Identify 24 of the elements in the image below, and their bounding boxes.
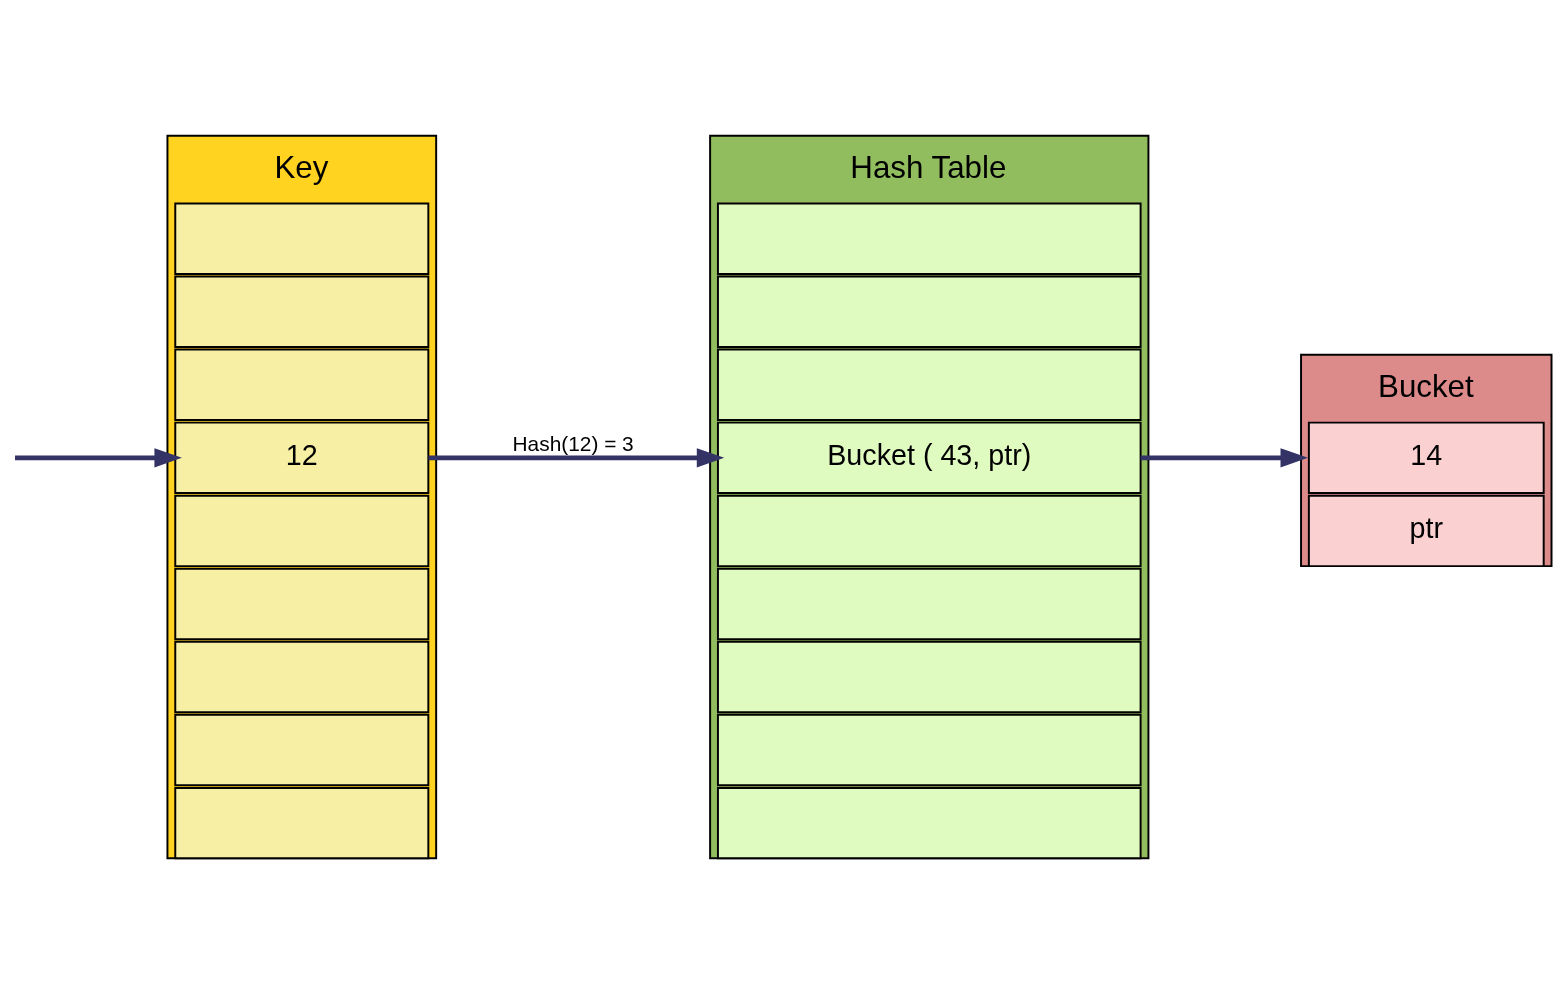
node-box: [716, 494, 1142, 568]
arrow: [15, 448, 182, 468]
node-box: ptr: [1307, 494, 1545, 568]
node-box: [174, 202, 430, 275]
node-box: [174, 567, 430, 641]
node-box: [716, 275, 1142, 348]
node-box: 14: [1307, 421, 1545, 495]
node-box: Bucket ( 43, ptr): [716, 421, 1142, 495]
node-box: [174, 713, 430, 787]
node-box: [716, 786, 1142, 860]
edge-label: Hash(12) = 3: [512, 432, 634, 456]
node-box: [716, 713, 1142, 787]
node-box: 12: [174, 421, 430, 495]
node-box: [174, 494, 430, 568]
node-box: [716, 567, 1142, 641]
node-box: [716, 202, 1142, 275]
node-box: [716, 348, 1142, 421]
node-box: [174, 275, 430, 348]
node-box: [174, 640, 430, 714]
node-box: [716, 640, 1142, 714]
node-box: [174, 786, 430, 860]
node-box: [174, 348, 430, 421]
arrow: [428, 448, 725, 468]
arrow: [1140, 448, 1308, 468]
